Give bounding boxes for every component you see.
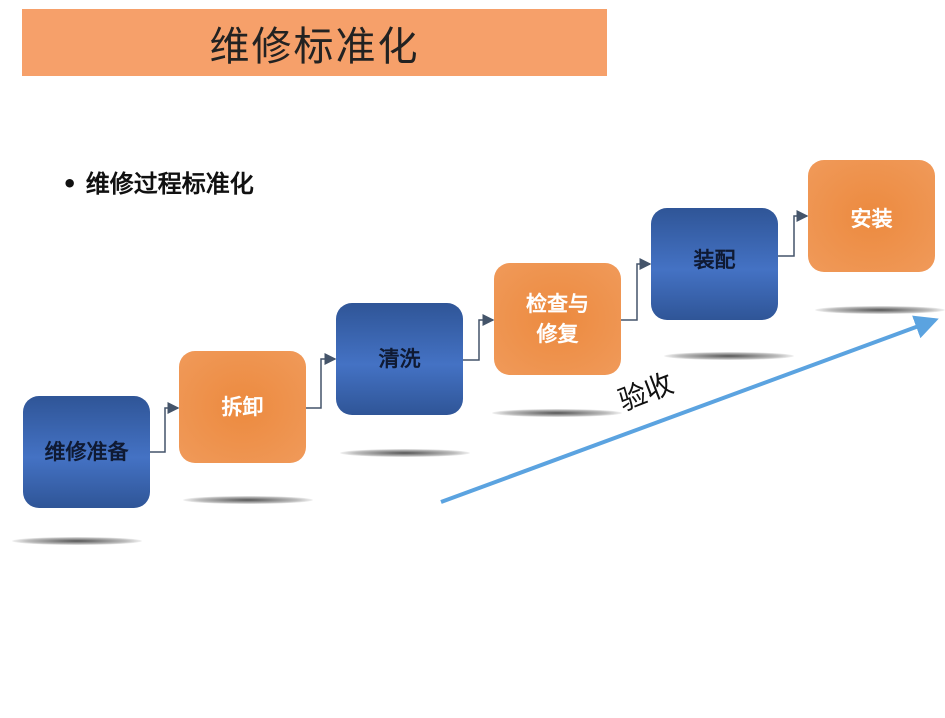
step-box-installation: 安装 [808,160,935,272]
connector-5 [778,210,809,257]
shadow [340,449,470,457]
title-bar: 维修标准化 [22,9,607,76]
shadow [815,306,945,314]
bullet-text: 维修过程标准化 [85,170,254,198]
step-box-cleaning: 清洗 [336,303,463,415]
step-label: 装配 [693,248,736,272]
step-label: 维修准备 [44,440,129,464]
step-label: 拆卸 [221,395,264,419]
connector-3 [463,314,495,361]
step-label: 安装 [850,207,893,231]
connector-2 [305,353,337,409]
step-label: 检查与 修复 [526,292,589,346]
connector-1 [150,402,180,453]
shadow [664,352,794,360]
step-label: 清洗 [378,347,421,371]
slide-title: 维修标准化 [209,23,420,70]
shadow [12,537,142,545]
connector-4 [621,258,652,321]
shadow [183,496,313,504]
shadow [492,409,622,417]
acceptance-arrow [440,315,939,504]
step-box-disassembly: 拆卸 [179,351,306,463]
step-box-maintenance-prep: 维修准备 [23,396,150,508]
step-box-inspect-repair: 检查与 修复 [494,263,621,375]
bullet-point: • 维修过程标准化 [62,170,254,198]
step-box-assembly: 装配 [651,208,778,320]
